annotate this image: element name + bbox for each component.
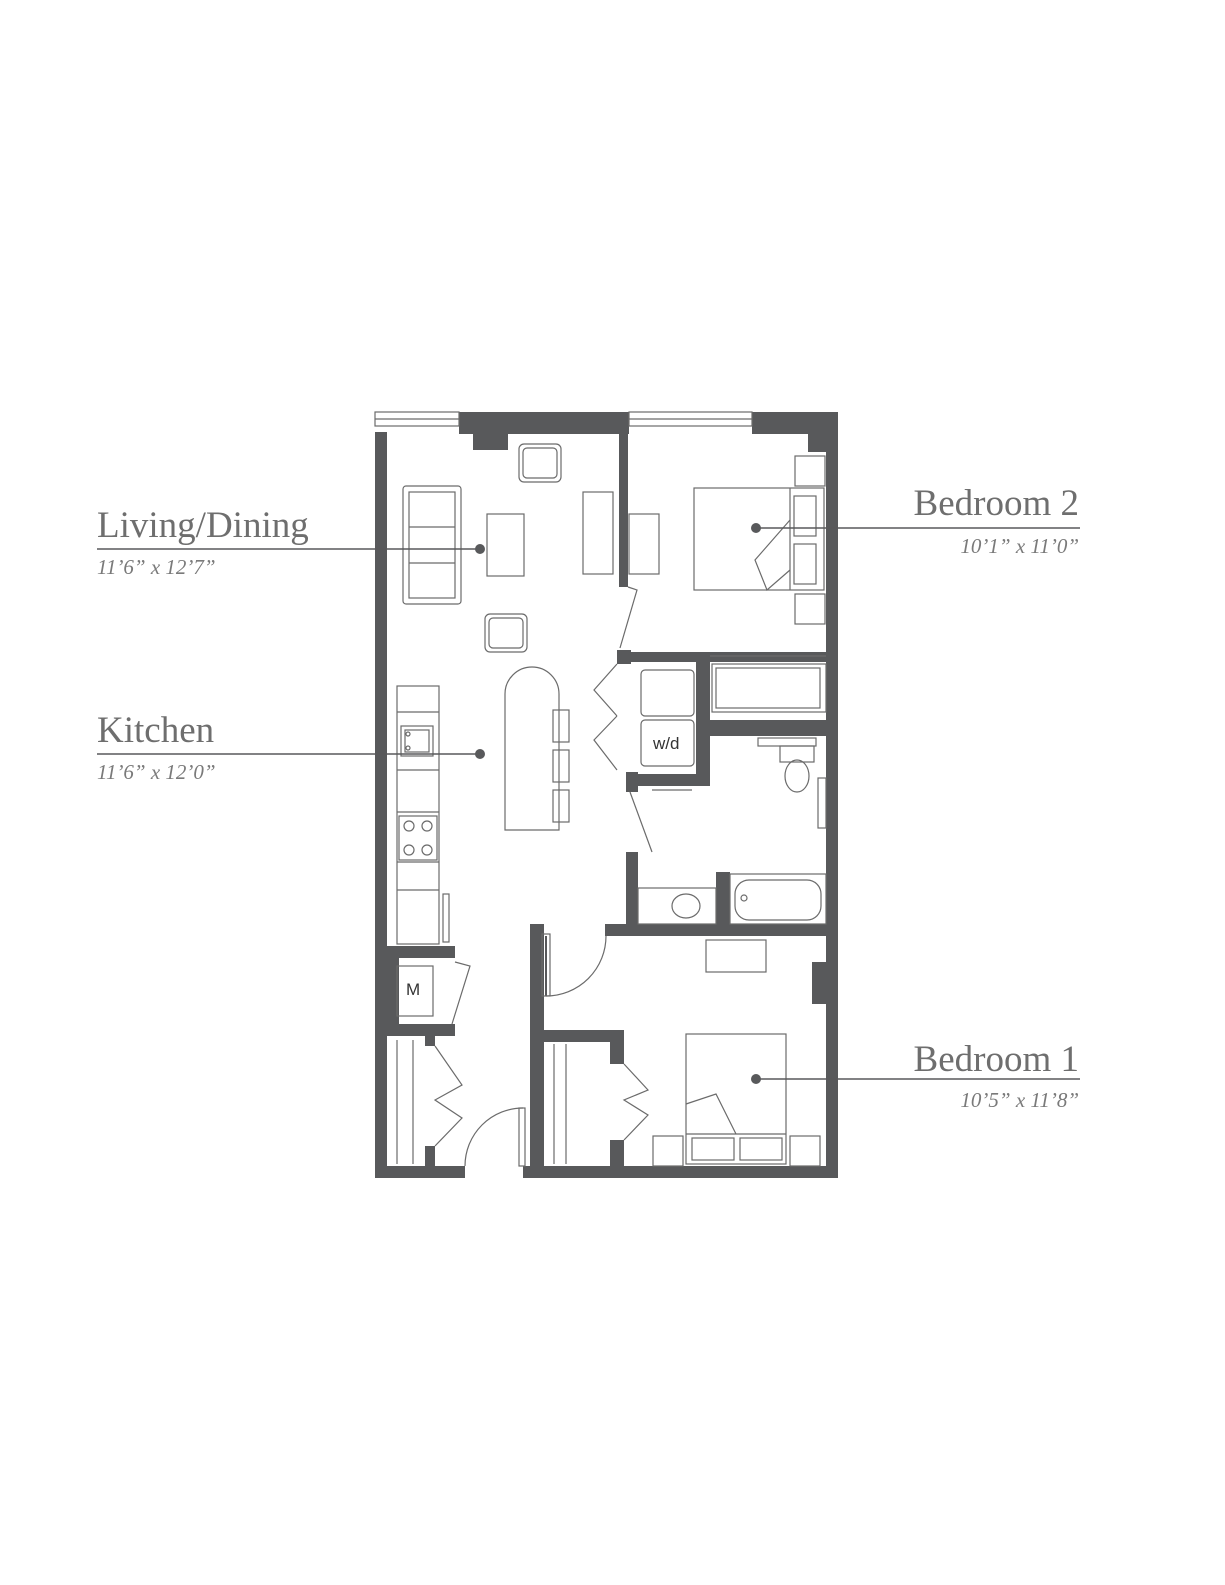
room-name-living-dining: Living/Dining [97,505,309,546]
room-dimensions-kitchen: 11’6” x 12’0” [97,760,216,784]
mechanical-closet: M [396,965,567,1164]
laundry-closet: w/d [593,663,695,771]
windows [374,411,753,427]
door-swings [433,586,650,1167]
room-dimensions-living-dining: 11’6” x 12’7” [97,555,216,579]
room-leaders [97,523,1080,1084]
bathroom-fixtures [629,737,827,925]
exterior-walls [375,412,838,1178]
bedroom-2-furniture [628,455,827,713]
washer-dryer-label: w/d [652,734,679,753]
room-name-kitchen: Kitchen [97,710,215,751]
room-name-bedroom-1: Bedroom 1 [913,1039,1079,1080]
kitchen-fixtures [396,666,570,945]
room-dimensions-bedroom-1: 10’5” x 11’8” [960,1088,1079,1112]
room-name-bedroom-2: Bedroom 2 [913,483,1079,524]
room-dimensions-bedroom-2: 10’1” x 11’0” [960,534,1079,558]
mechanical-label: M [406,980,420,999]
interior-walls [387,432,828,1166]
living-furniture [402,443,614,653]
bedroom-1-furniture [652,939,821,1167]
